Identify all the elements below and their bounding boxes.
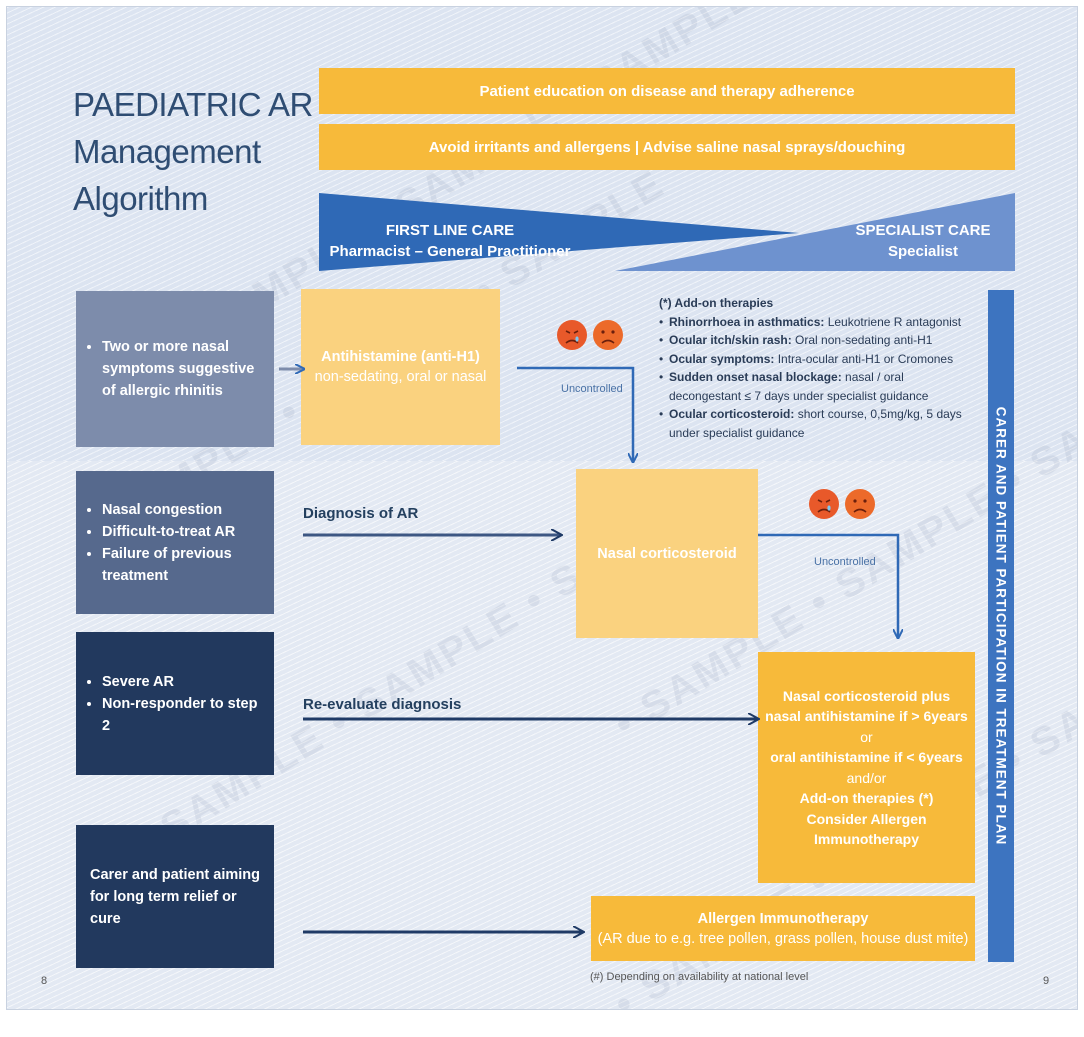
addon-item: Ocular corticosteroid: short course, 0,5… — [669, 405, 979, 442]
arrow-down-icon — [517, 366, 633, 461]
title-line: PAEDIATRIC AR — [73, 86, 313, 123]
nasal-corticosteroid-box: Nasal corticosteroid — [576, 469, 758, 638]
combo-line: Consider Allergen — [806, 810, 927, 827]
uncontrolled-label: Uncontrolled — [561, 383, 623, 395]
step-2-item: Nasal congestion — [102, 499, 264, 521]
immunotherapy-subtitle: (AR due to e.g. tree pollen, grass polle… — [597, 930, 969, 947]
addon-item-text: nasal / oral decongestant ≤ 7 days under… — [669, 370, 929, 403]
combo-line: nasal antihistamine if > 6years — [765, 708, 968, 724]
combo-line: or — [860, 728, 873, 745]
addon-item-text: Intra-ocular anti-H1 or Cromones — [774, 351, 954, 366]
addon-item-label: Ocular itch/skin rash: — [669, 333, 792, 347]
combo-line: oral antihistamine if < 6years — [770, 749, 963, 765]
first-line-care-label: FIRST LINE CARE Pharmacist – General Pra… — [325, 220, 575, 262]
step-3-box: Severe AR Non-responder to step 2 — [76, 632, 274, 775]
addon-item: Ocular symptoms: Intra-ocular anti-H1 or… — [669, 350, 979, 369]
addon-therapies-list: (*) Add-on therapies Rhinorrhoea in asth… — [659, 294, 979, 442]
addon-item: Ocular itch/skin rash: Oral non-sedating… — [669, 331, 979, 350]
participation-side-bar — [988, 290, 1014, 962]
sad-face-icon — [845, 489, 875, 519]
addon-item-text: Oral non-sedating anti-H1 — [791, 333, 933, 347]
specialist-title: SPECIALIST CARE — [855, 222, 991, 239]
addon-item-label: Sudden onset nasal blockage: — [669, 370, 842, 384]
first-line-subtitle: Pharmacist – General Practitioner — [329, 243, 571, 260]
page-title: PAEDIATRIC AR Management Algorithm — [73, 81, 313, 222]
sad-face-icon — [809, 489, 839, 519]
page-number-left: 8 — [41, 975, 48, 987]
addon-item-label: Rhinorrhoea in asthmatics: — [669, 314, 825, 329]
sad-face-icon — [593, 320, 623, 350]
combo-line: and/or — [846, 769, 887, 786]
combo-line: Add-on therapies (*) — [799, 790, 934, 806]
addon-item-label: Ocular corticosteroid: — [669, 407, 795, 421]
antihistamine-title: Antihistamine (anti-H1) — [321, 349, 480, 365]
addon-item: Sudden onset nasal blockage: nasal / ora… — [669, 368, 979, 405]
first-line-wedge — [319, 193, 799, 271]
sad-faces — [809, 489, 875, 519]
combo-line: Immunotherapy — [813, 831, 919, 847]
step-2-box: Nasal congestion Difficult-to-treat AR F… — [76, 471, 274, 614]
specialist-subtitle: Specialist — [887, 243, 959, 260]
nasal-corticosteroid-label: Nasal corticosteroid — [597, 545, 737, 562]
immunotherapy-title: Allergen Immunotherapy — [697, 910, 869, 927]
uncontrolled-label: Uncontrolled — [814, 556, 876, 568]
immunotherapy-box: Allergen Immunotherapy (AR due to e.g. t… — [591, 896, 975, 961]
step-1-item: Two or more nasal symptoms suggestive of… — [102, 336, 264, 402]
antihistamine-box: Antihistamine (anti-H1) non-sedating, or… — [301, 289, 500, 445]
specialist-care-label: SPECIALIST CARE Specialist — [835, 220, 1011, 262]
first-line-title: FIRST LINE CARE — [385, 222, 515, 239]
addon-item-text: Leukotriene R antagonist — [824, 314, 962, 329]
step-4-box: Carer and patient aiming for long term r… — [76, 825, 274, 968]
page-number-right: 9 — [1043, 975, 1050, 987]
arrow-down-icon — [758, 533, 898, 637]
sad-face-icon — [557, 320, 587, 350]
step-2-item: Failure of previous treatment — [102, 543, 264, 587]
education-bar: Patient education on disease and therapy… — [319, 68, 1015, 114]
reevaluate-label: Re-evaluate diagnosis — [303, 696, 462, 713]
algorithm-page: • SAMPLE • SAMPLE • SAMPLE • SAMPLE • SA… — [6, 6, 1078, 1010]
care-level-wedges — [319, 193, 1015, 271]
footnote: (#) Depending on availability at nationa… — [590, 971, 809, 983]
step-3-item: Non-responder to step 2 — [102, 693, 264, 737]
title-line: Management — [73, 133, 261, 170]
step-3-item: Severe AR — [102, 671, 264, 693]
step-4-text: Carer and patient aiming for long term r… — [90, 866, 261, 927]
addon-heading: (*) Add-on therapies — [659, 296, 774, 310]
combo-line: Nasal corticosteroid plus — [782, 687, 951, 704]
specialist-wedge — [615, 193, 1015, 271]
step-2-item: Difficult-to-treat AR — [102, 521, 264, 543]
title-line: Algorithm — [73, 180, 208, 217]
step-1-box: Two or more nasal symptoms suggestive of… — [76, 291, 274, 447]
diagnosis-label: Diagnosis of AR — [303, 505, 419, 522]
sad-faces — [557, 320, 623, 350]
addon-item-label: Ocular symptoms: — [669, 351, 775, 366]
combination-therapy-box: Nasal corticosteroid plus nasal antihist… — [758, 652, 975, 883]
addon-item-text: short course, 0,5mg/kg, 5 days under spe… — [669, 407, 962, 440]
participation-side-bar-label: CARER AND PATIENT PARTICIPATION IN TREAT… — [993, 406, 1009, 846]
antihistamine-subtitle: non-sedating, oral or nasal — [314, 369, 487, 385]
avoid-irritants-bar: Avoid irritants and allergens | Advise s… — [319, 124, 1015, 170]
addon-item: Rhinorrhoea in asthmatics: Leukotriene R… — [669, 313, 979, 332]
flow-arrows — [279, 7, 1077, 1009]
